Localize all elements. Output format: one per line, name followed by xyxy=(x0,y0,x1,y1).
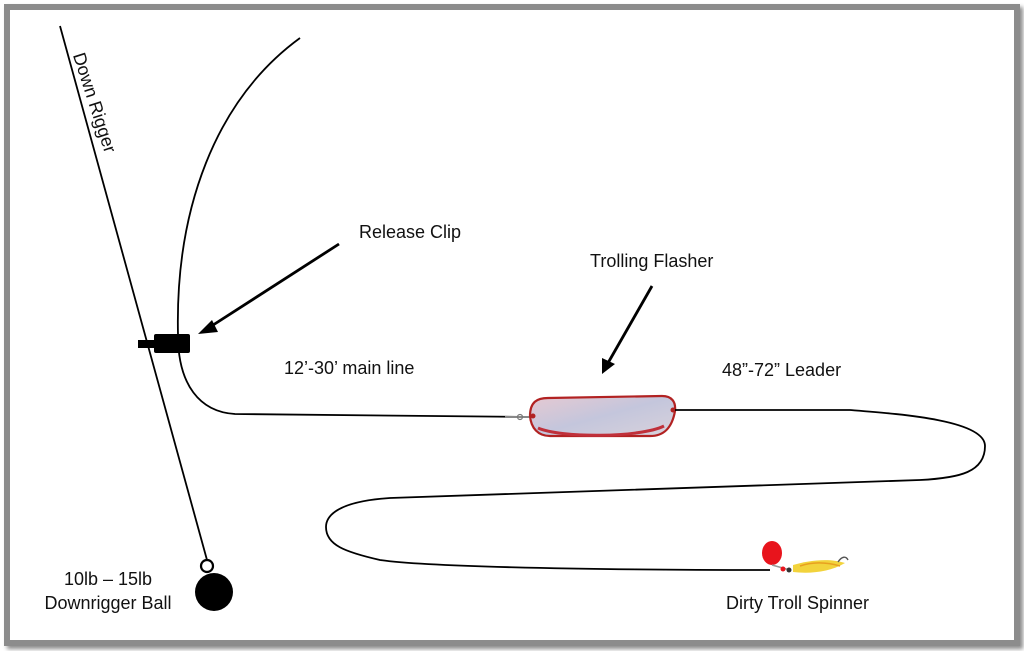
downrigger-cable xyxy=(59,25,208,561)
downrigger-ball xyxy=(195,558,233,611)
spinner-skirt xyxy=(793,560,845,573)
hook-icon xyxy=(837,556,849,563)
ball-name-label: Downrigger Ball xyxy=(44,593,172,613)
leader-label: 48”-72” Leader xyxy=(722,360,842,380)
trolling-flasher xyxy=(528,394,677,438)
release-clip xyxy=(138,334,190,353)
main-line xyxy=(176,37,531,418)
diagram-frame xyxy=(4,4,1020,646)
leader-line xyxy=(325,409,986,571)
trolling-flasher-label: Trolling Flasher xyxy=(590,251,714,271)
release-clip-label: Release Clip xyxy=(359,222,462,242)
spinner xyxy=(762,541,849,573)
swivel xyxy=(505,413,532,421)
flasher-arrow xyxy=(602,285,654,374)
spinner-blade xyxy=(762,541,782,565)
ball-weight-label: 10lb – 15lb xyxy=(63,569,153,589)
release-clip-arrow xyxy=(198,242,340,334)
spinner-label: Dirty Troll Spinner xyxy=(726,593,870,613)
main-line-label: 12’-30’ main line xyxy=(284,358,415,378)
